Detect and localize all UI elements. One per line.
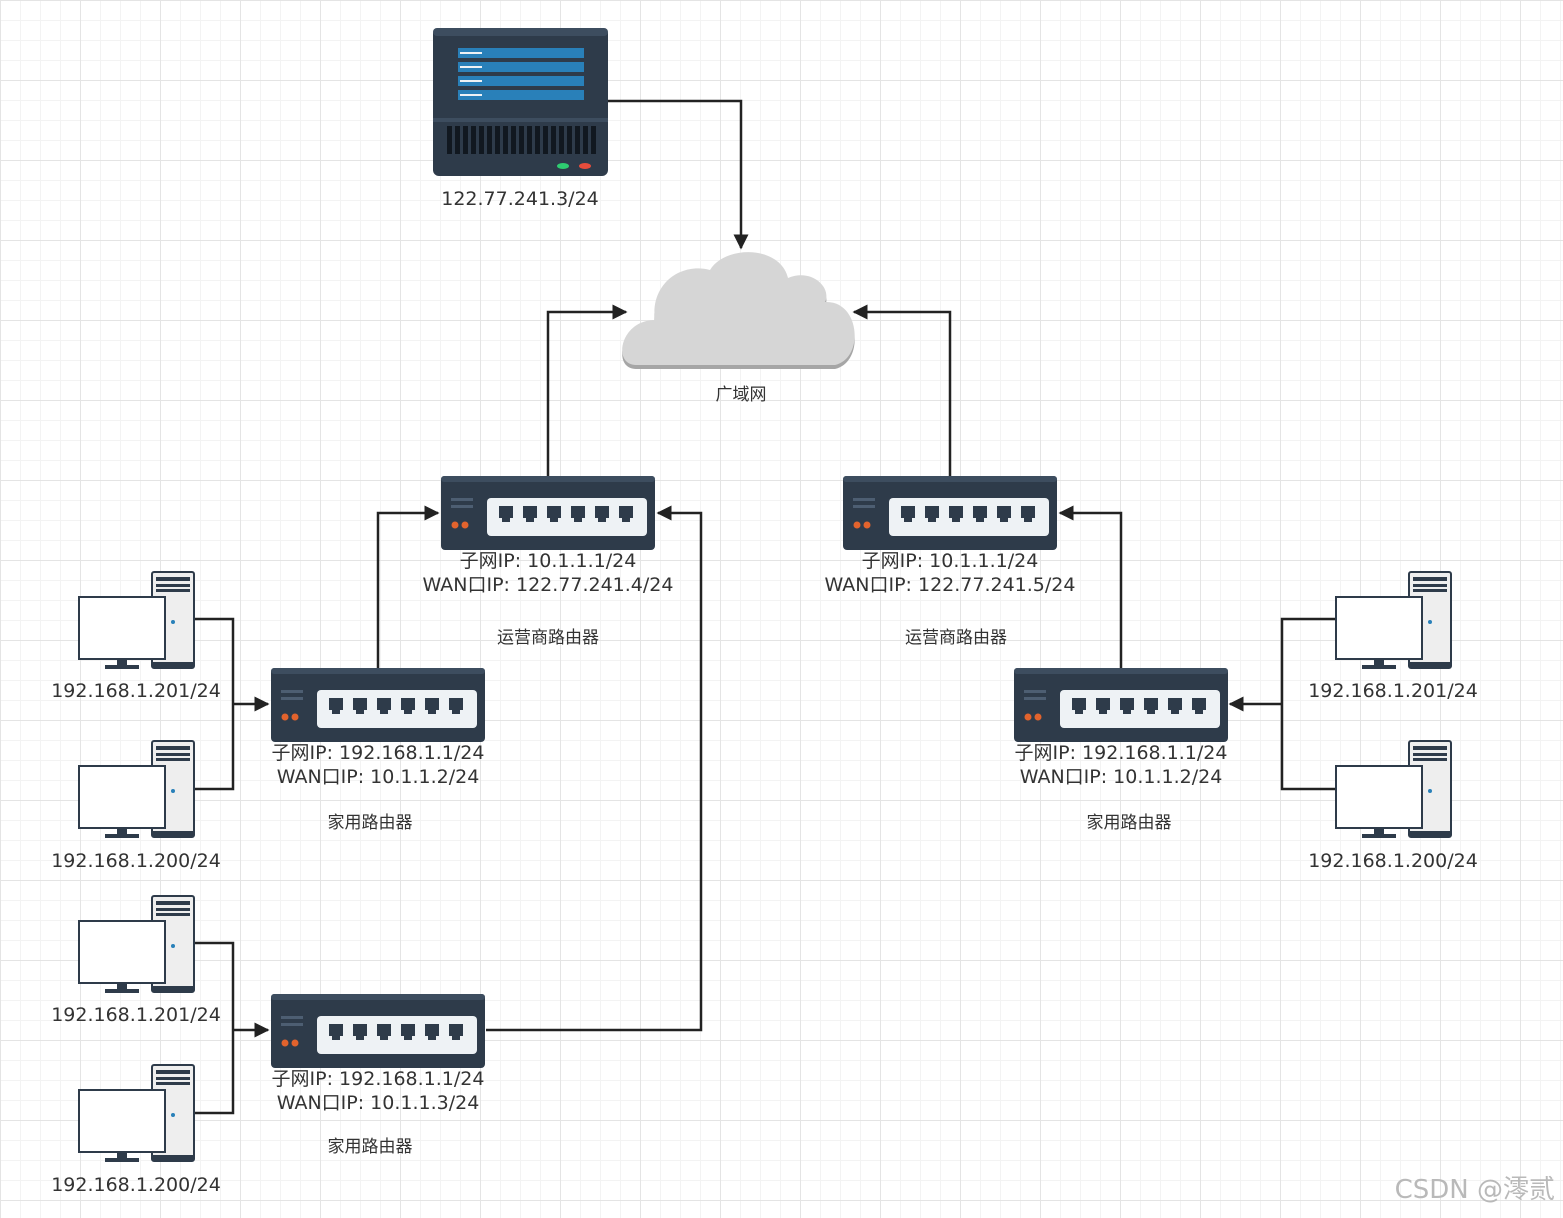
link-home-bottom-to-isp-left <box>486 505 703 1032</box>
pc-lb2-ip: 192.168.1.200/24 <box>51 1174 221 1196</box>
link-pc-lb2 <box>192 1030 235 1115</box>
home-r-subnet-ip: 子网IP: 192.168.1.1/24 <box>1014 742 1228 764</box>
isp-right-wan-ip: WAN口IP: 122.77.241.5/24 <box>824 574 1076 596</box>
home-router-left-top-icon <box>271 668 485 742</box>
link-pc-r1 <box>1280 617 1338 704</box>
link-server-to-wan <box>608 99 749 250</box>
link-pc-lt2 <box>192 704 235 791</box>
isp-left-subnet-ip: 子网IP: 10.1.1.1/24 <box>459 550 637 572</box>
isp-left-wan-ip: WAN口IP: 122.77.241.4/24 <box>422 574 674 596</box>
home-lt-wan-ip: WAN口IP: 10.1.1.2/24 <box>276 766 480 788</box>
home-r-label: 家用路由器 <box>1086 813 1172 833</box>
home-lt-subnet-ip: 子网IP: 192.168.1.1/24 <box>271 742 485 764</box>
pc-left-top-1-icon <box>78 571 195 670</box>
isp-router-right-icon <box>843 476 1057 550</box>
isp-router-left-icon <box>441 476 655 550</box>
pc-left-bottom-1-icon <box>78 895 195 994</box>
isp-right-label: 运营商路由器 <box>905 628 1007 648</box>
pc-lt1-ip: 192.168.1.201/24 <box>51 680 221 702</box>
home-lb-subnet-ip: 子网IP: 192.168.1.1/24 <box>271 1068 485 1090</box>
pc-r1-ip: 192.168.1.201/24 <box>1308 680 1478 702</box>
link-home-right-to-isp-right <box>1058 505 1123 668</box>
server-icon <box>433 28 608 176</box>
pc-right-2-icon <box>1335 740 1452 839</box>
link-pc-lb1 <box>192 941 235 1030</box>
wan-label: 广域网 <box>715 385 767 405</box>
pc-left-top-2-icon <box>78 740 195 839</box>
home-lb-label: 家用路由器 <box>327 1137 413 1157</box>
isp-right-subnet-ip: 子网IP: 10.1.1.1/24 <box>861 550 1039 572</box>
pc-r2-ip: 192.168.1.200/24 <box>1308 850 1478 872</box>
pc-left-bottom-2-icon <box>78 1064 195 1163</box>
home-router-left-bottom-icon <box>271 994 485 1068</box>
home-router-right-icon <box>1014 668 1228 742</box>
home-lt-label: 家用路由器 <box>327 813 413 833</box>
isp-left-label: 运营商路由器 <box>497 628 599 648</box>
home-r-wan-ip: WAN口IP: 10.1.1.2/24 <box>1019 766 1223 788</box>
server-ip-label: 122.77.241.3/24 <box>441 188 599 210</box>
link-pc-lt1 <box>192 617 235 704</box>
wan-cloud-icon <box>622 252 855 369</box>
link-pc-r2 <box>1280 704 1338 791</box>
watermark: CSDN @澪贰 <box>1394 1175 1555 1205</box>
link-home-top-to-isp-left <box>376 505 440 668</box>
home-lb-wan-ip: WAN口IP: 10.1.1.3/24 <box>276 1092 480 1114</box>
pc-right-1-icon <box>1335 571 1452 670</box>
pc-lt2-ip: 192.168.1.200/24 <box>51 850 221 872</box>
link-isp-right-to-wan <box>852 304 952 476</box>
link-isp-left-to-wan <box>546 304 628 476</box>
pc-lb1-ip: 192.168.1.201/24 <box>51 1004 221 1026</box>
